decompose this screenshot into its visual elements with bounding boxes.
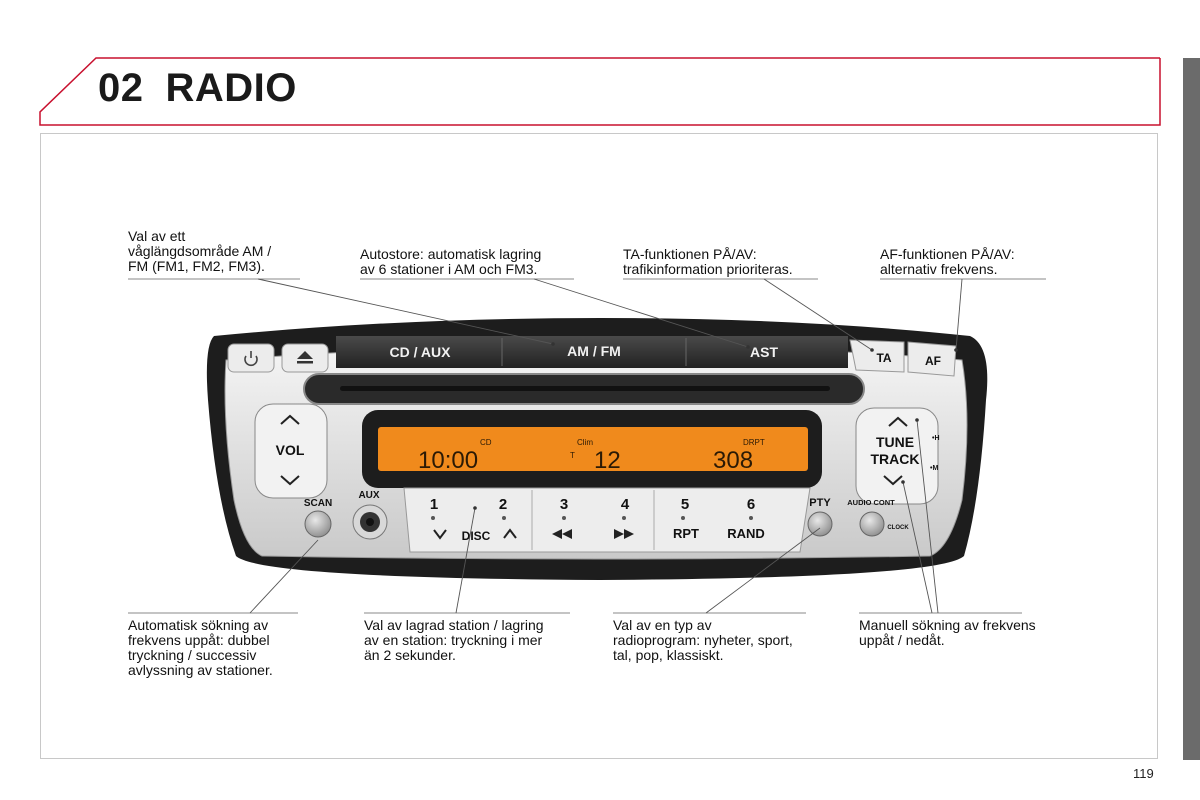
ast-button[interactable]: AST xyxy=(750,344,778,360)
fast-forward-icon xyxy=(614,529,634,539)
af-label: AF xyxy=(925,354,941,368)
leader-lines xyxy=(249,278,963,614)
chapter-name: RADIO xyxy=(165,66,297,110)
callout-af: AF-funktionen PÅ/AV: alternativ frekvens… xyxy=(880,246,1015,277)
preset-5[interactable]: 5 xyxy=(681,496,689,513)
callout-preset: Val av lagrad station / lagring av en st… xyxy=(364,617,544,663)
content-frame xyxy=(40,133,1158,759)
volume-down-icon xyxy=(280,475,300,486)
ta-label: TA xyxy=(876,351,891,365)
display-t-indicator: T xyxy=(570,451,575,460)
am-fm-button[interactable]: AM / FM xyxy=(567,343,621,359)
volume-up-icon xyxy=(280,414,300,425)
callout-separators xyxy=(128,278,1046,614)
track-label: TRACK xyxy=(871,451,920,467)
cd-aux-button[interactable]: CD / AUX xyxy=(390,344,452,360)
aux-label: AUX xyxy=(358,490,379,501)
callout-band-select: Val av ett våglängdsområde AM / FM (FM1,… xyxy=(128,228,272,274)
display-drpt-indicator: DRPT xyxy=(743,438,765,447)
chapter-side-tab xyxy=(1183,58,1200,760)
chapter-title: 02 RADIO xyxy=(98,66,297,111)
scan-button[interactable] xyxy=(304,510,332,538)
callout-autostore: Autostore: automatisk lagring av 6 stati… xyxy=(360,246,542,277)
preset-1[interactable]: 1 xyxy=(430,496,438,513)
pty-button[interactable] xyxy=(807,511,833,537)
preset-6[interactable]: 6 xyxy=(747,496,755,513)
preset-3[interactable]: 3 xyxy=(560,496,568,513)
tune-m-indicator: •M xyxy=(930,465,938,472)
tune-up-icon xyxy=(888,416,908,427)
callout-ta: TA-funktionen PÅ/AV: trafikinformation p… xyxy=(623,246,793,277)
scan-label: SCAN xyxy=(304,498,332,509)
chapter-number: 02 xyxy=(98,66,144,110)
disc-down-icon xyxy=(433,529,447,540)
lcd-display xyxy=(378,427,808,471)
eject-icon xyxy=(297,351,313,364)
disc-label: DISC xyxy=(462,529,491,543)
clock-label: CLOCK xyxy=(887,525,909,531)
volume-rocker[interactable] xyxy=(254,403,328,499)
volume-label: VOL xyxy=(276,442,305,458)
ta-button[interactable] xyxy=(849,339,905,373)
tune-label: TUNE xyxy=(876,434,914,450)
callout-scan: Automatisk sökning av frekvens uppåt: du… xyxy=(128,617,273,678)
pty-label: PTY xyxy=(809,497,831,509)
rand-label: RAND xyxy=(727,526,765,541)
display-value: 308 xyxy=(713,447,753,474)
audio-cont-label: AUDIO CONT xyxy=(847,498,895,507)
rpt-label: RPT xyxy=(673,526,699,541)
display-cd-indicator: CD xyxy=(480,438,492,447)
page-number: 119 xyxy=(1133,766,1154,781)
callout-tune: Manuell sökning av frekvens uppåt / nedå… xyxy=(859,617,1036,648)
disc-up-icon xyxy=(503,528,517,539)
tune-down-icon xyxy=(883,475,903,486)
preset-4[interactable]: 4 xyxy=(621,496,630,513)
af-button[interactable] xyxy=(907,341,957,377)
callout-pty: Val av en typ av radioprogram: nyheter, … xyxy=(613,617,793,663)
rewind-icon xyxy=(552,529,572,539)
display-time: 10:00 xyxy=(418,447,478,474)
power-icon[interactable] xyxy=(244,351,258,367)
preset-2[interactable]: 2 xyxy=(499,496,507,513)
display-clim-indicator: Clim xyxy=(577,438,593,447)
audio-cont-button[interactable] xyxy=(859,511,885,537)
chapter-header-frame xyxy=(39,57,1161,126)
tune-track-rocker[interactable] xyxy=(855,407,939,505)
tune-h-indicator: •H xyxy=(932,435,940,442)
display-temperature: 12 xyxy=(594,447,621,474)
